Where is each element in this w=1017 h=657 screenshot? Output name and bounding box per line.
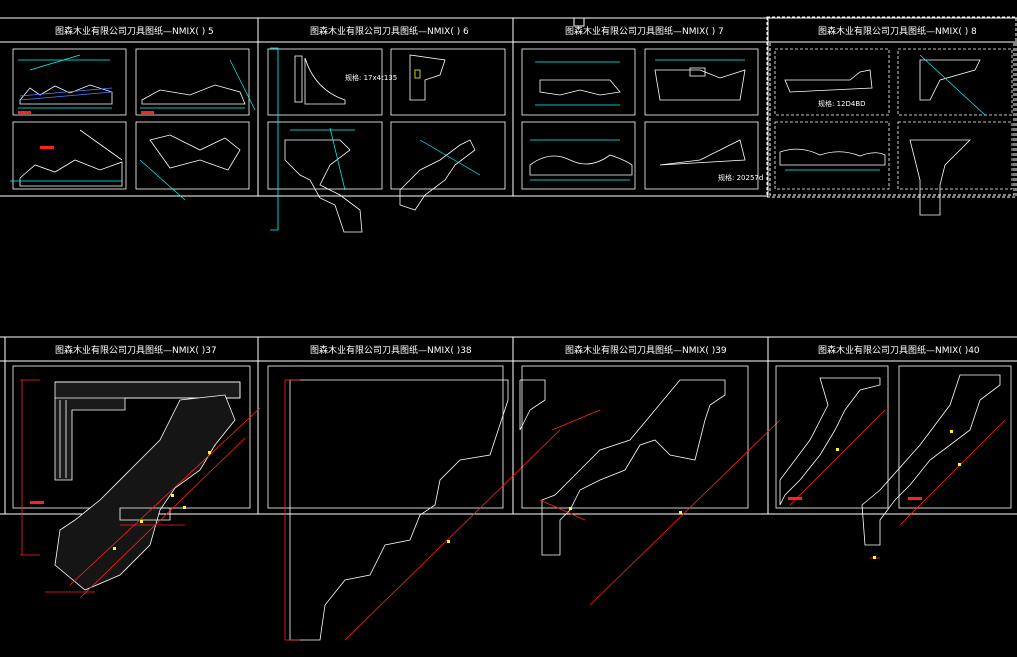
sheet-title-6: 图森木业有限公司刀具图纸—NMIX( ) 6 <box>310 25 469 37</box>
sheet-8 <box>774 48 1013 190</box>
sheet-39 <box>519 365 749 556</box>
sheet-8-dimensions <box>785 54 986 171</box>
sheet-6 <box>267 47 506 233</box>
sheet-37 <box>12 365 251 591</box>
sheet-39-dimensions <box>539 409 781 606</box>
sheet-39-markers <box>569 507 682 514</box>
sheet-5 <box>12 48 250 190</box>
sheet-38-dimensions <box>284 379 561 641</box>
sheet-37-dimensions <box>20 379 261 599</box>
sheet-40-dimensions <box>789 409 1006 559</box>
sheet-5-dimensions <box>10 54 256 201</box>
sheet-7-dimensions <box>530 59 745 181</box>
sheet-title-38: 图森木业有限公司刀具图纸—NMIX( )38 <box>310 344 472 356</box>
sheet-title-7: 图森木业有限公司刀具图纸—NMIX( ) 7 <box>565 25 724 37</box>
spec-label-a: 规格: 17x4t135 <box>345 73 397 82</box>
sheet-38 <box>267 365 509 641</box>
sheet-title-37: 图森木业有限公司刀具图纸—NMIX( )37 <box>55 344 217 356</box>
red-block-labels <box>30 497 922 504</box>
title-frame-bottom <box>0 336 1017 515</box>
sheet-40-markers <box>836 430 961 559</box>
sheet-title-5: 图森木业有限公司刀具图纸—NMIX( ) 5 <box>55 25 214 37</box>
sheet-6-dimensions <box>290 127 481 191</box>
sheet-38-marker <box>447 540 450 543</box>
sheet-37-markers <box>113 451 211 550</box>
sheet-7 <box>521 48 759 190</box>
sheet-title-39: 图森木业有限公司刀具图纸—NMIX( )39 <box>565 344 727 356</box>
spec-label-b: 规格: 12D4BD <box>818 99 866 108</box>
sheet-8-shapes <box>779 59 981 216</box>
sheet-5-red-labels <box>18 111 154 149</box>
title-frame-top-selected[interactable] <box>766 16 1017 198</box>
sheet-title-8: 图森木业有限公司刀具图纸—NMIX( ) 8 <box>818 25 977 37</box>
sheet-title-40: 图森木业有限公司刀具图纸—NMIX( )40 <box>818 344 980 356</box>
spec-label-c: 规格: 20257d <box>718 173 763 182</box>
sheet-40 <box>775 365 1012 546</box>
